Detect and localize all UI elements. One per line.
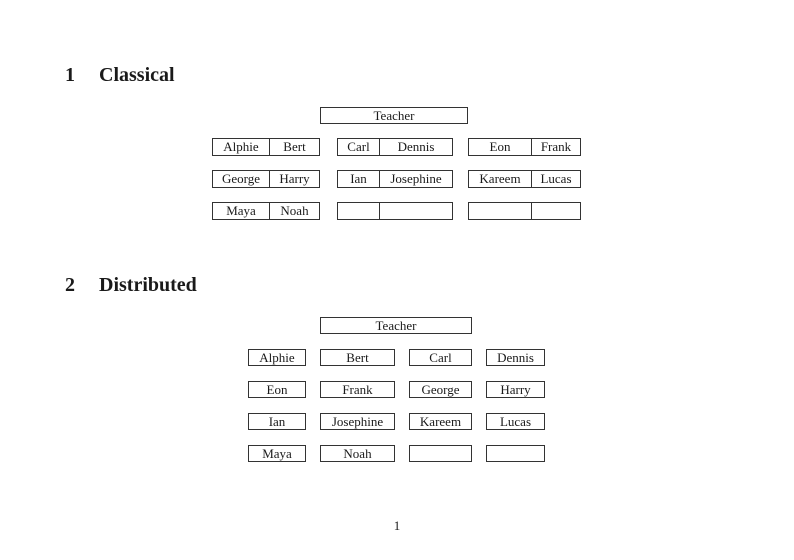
seat-box: Kareem (409, 413, 472, 430)
seat-box: Frank (320, 381, 395, 398)
desk: Ian Josephine (337, 170, 453, 188)
desk: Alphie Bert (212, 138, 320, 156)
seat: Eon (469, 139, 532, 155)
seat: George (213, 171, 270, 187)
section-title: Classical (99, 64, 175, 86)
seat-box-empty (409, 445, 472, 462)
seat: Dennis (397, 139, 435, 154)
teacher-box-distributed: Teacher (320, 317, 472, 334)
seat-box-empty (486, 445, 545, 462)
seat-empty (338, 203, 380, 219)
seat: Noah (280, 203, 309, 218)
seat: Frank (540, 139, 572, 154)
seat-box: Noah (320, 445, 395, 462)
seat-box: Josephine (320, 413, 395, 430)
seat-box: Carl (409, 349, 472, 366)
seat: Bert (283, 139, 306, 154)
seat: Ian (338, 171, 380, 187)
seat: Lucas (540, 171, 572, 186)
section-number: 2 (65, 274, 75, 296)
seat-box: Ian (248, 413, 306, 430)
seat-empty (380, 203, 452, 219)
seat-box: Eon (248, 381, 306, 398)
section-number: 1 (65, 64, 75, 86)
desk: George Harry (212, 170, 320, 188)
desk-empty (337, 202, 453, 220)
desk-empty (468, 202, 581, 220)
seat-box: Maya (248, 445, 306, 462)
seat-box: Lucas (486, 413, 545, 430)
section-heading-distributed: 2 Distributed (65, 274, 197, 297)
page-number: 1 (393, 518, 401, 533)
desk: Kareem Lucas (468, 170, 581, 188)
seat: Josephine (390, 171, 442, 186)
seat-box: Harry (486, 381, 545, 398)
seat: Harry (279, 171, 310, 186)
seat: Alphie (213, 139, 270, 155)
desk: Maya Noah (212, 202, 320, 220)
section-heading-classical: 1 Classical (65, 64, 175, 87)
section-title: Distributed (99, 274, 197, 296)
seat-box: Alphie (248, 349, 306, 366)
seat-box: Dennis (486, 349, 545, 366)
seat: Carl (338, 139, 380, 155)
seat: Maya (213, 203, 270, 219)
seat-box: Bert (320, 349, 395, 366)
desk: Carl Dennis (337, 138, 453, 156)
desk: Eon Frank (468, 138, 581, 156)
seat: Kareem (469, 171, 532, 187)
seat-box: George (409, 381, 472, 398)
teacher-box-classical: Teacher (320, 107, 468, 124)
seat-empty (469, 203, 532, 219)
seat-empty (532, 203, 580, 219)
